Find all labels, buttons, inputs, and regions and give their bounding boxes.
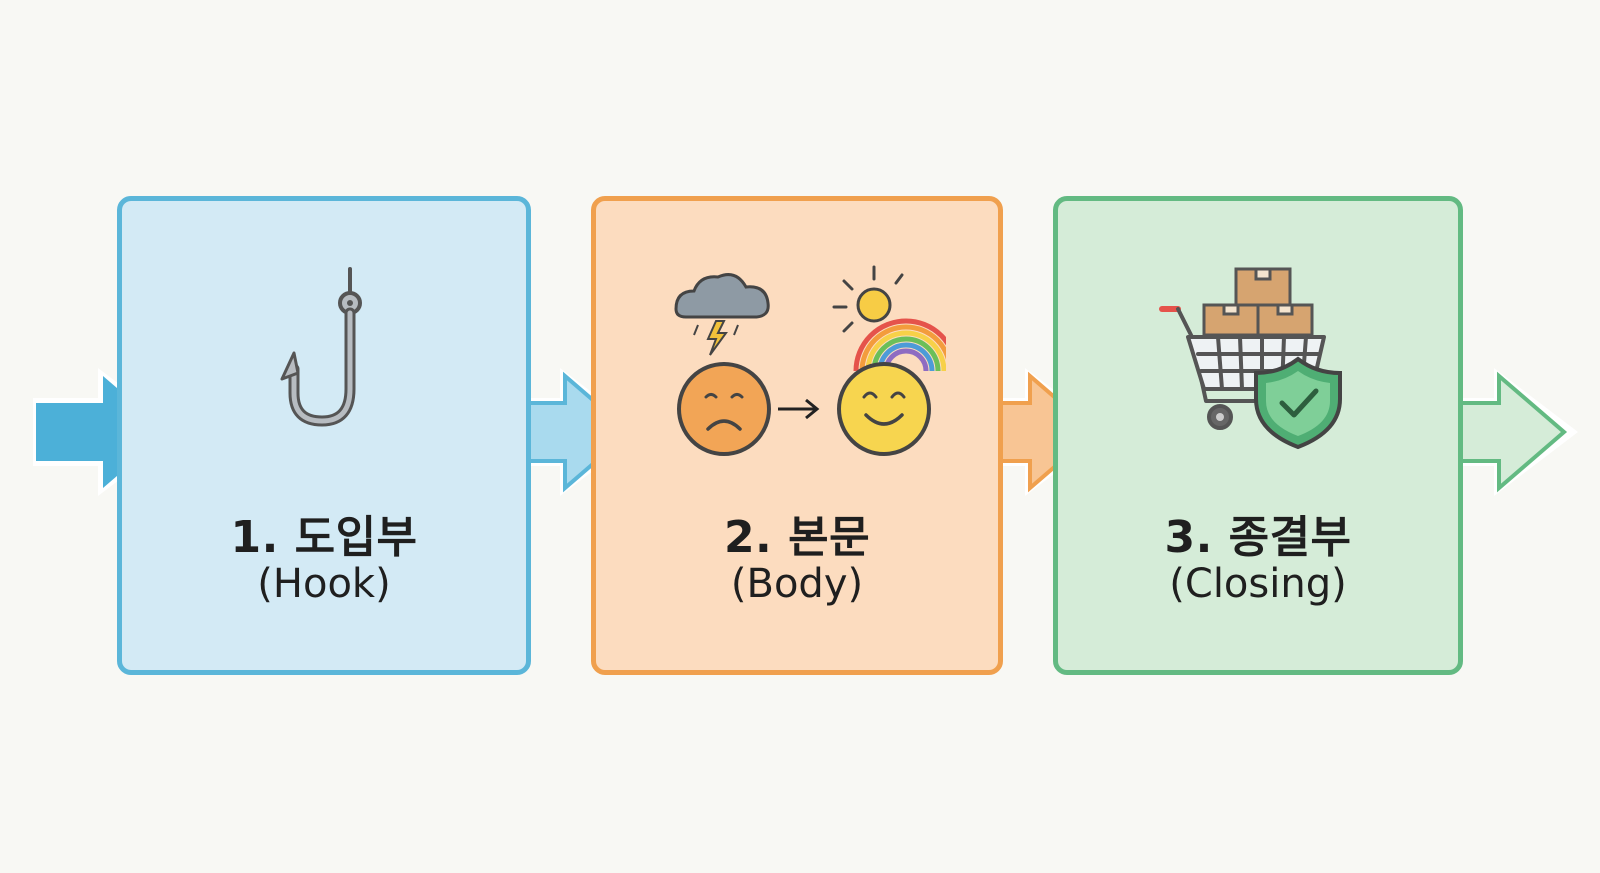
step-body-subtitle: (Body)	[730, 561, 864, 607]
step-body-title: 2. 본문	[723, 512, 871, 563]
step-hook-title: 1. 도입부	[230, 512, 418, 563]
rainbow-icon	[853, 318, 946, 372]
storm-cloud-icon	[674, 273, 770, 356]
fishing-hook-icon	[272, 261, 382, 431]
arrow-right-icon	[778, 398, 820, 420]
sad-face-icon	[677, 362, 771, 456]
step-hook-subtitle: (Hook)	[257, 561, 391, 607]
step-body-box: 2. 본문 (Body)	[591, 196, 1003, 675]
step-closing-box: 3. 종결부 (Closing)	[1053, 196, 1463, 675]
step-closing-subtitle: (Closing)	[1169, 561, 1347, 607]
shield-check-icon	[1254, 356, 1342, 450]
happy-face-icon	[837, 362, 931, 456]
flow-arrow-outgoing	[1455, 368, 1578, 496]
shopping-cart-shield-icon	[1158, 261, 1358, 461]
mood-change-icon	[656, 261, 946, 461]
step-hook-box: 1. 도입부 (Hook)	[117, 196, 531, 675]
step-closing-title: 3. 종결부	[1164, 512, 1352, 563]
package-boxes-icon	[1202, 267, 1314, 337]
sun-icon	[832, 265, 904, 333]
